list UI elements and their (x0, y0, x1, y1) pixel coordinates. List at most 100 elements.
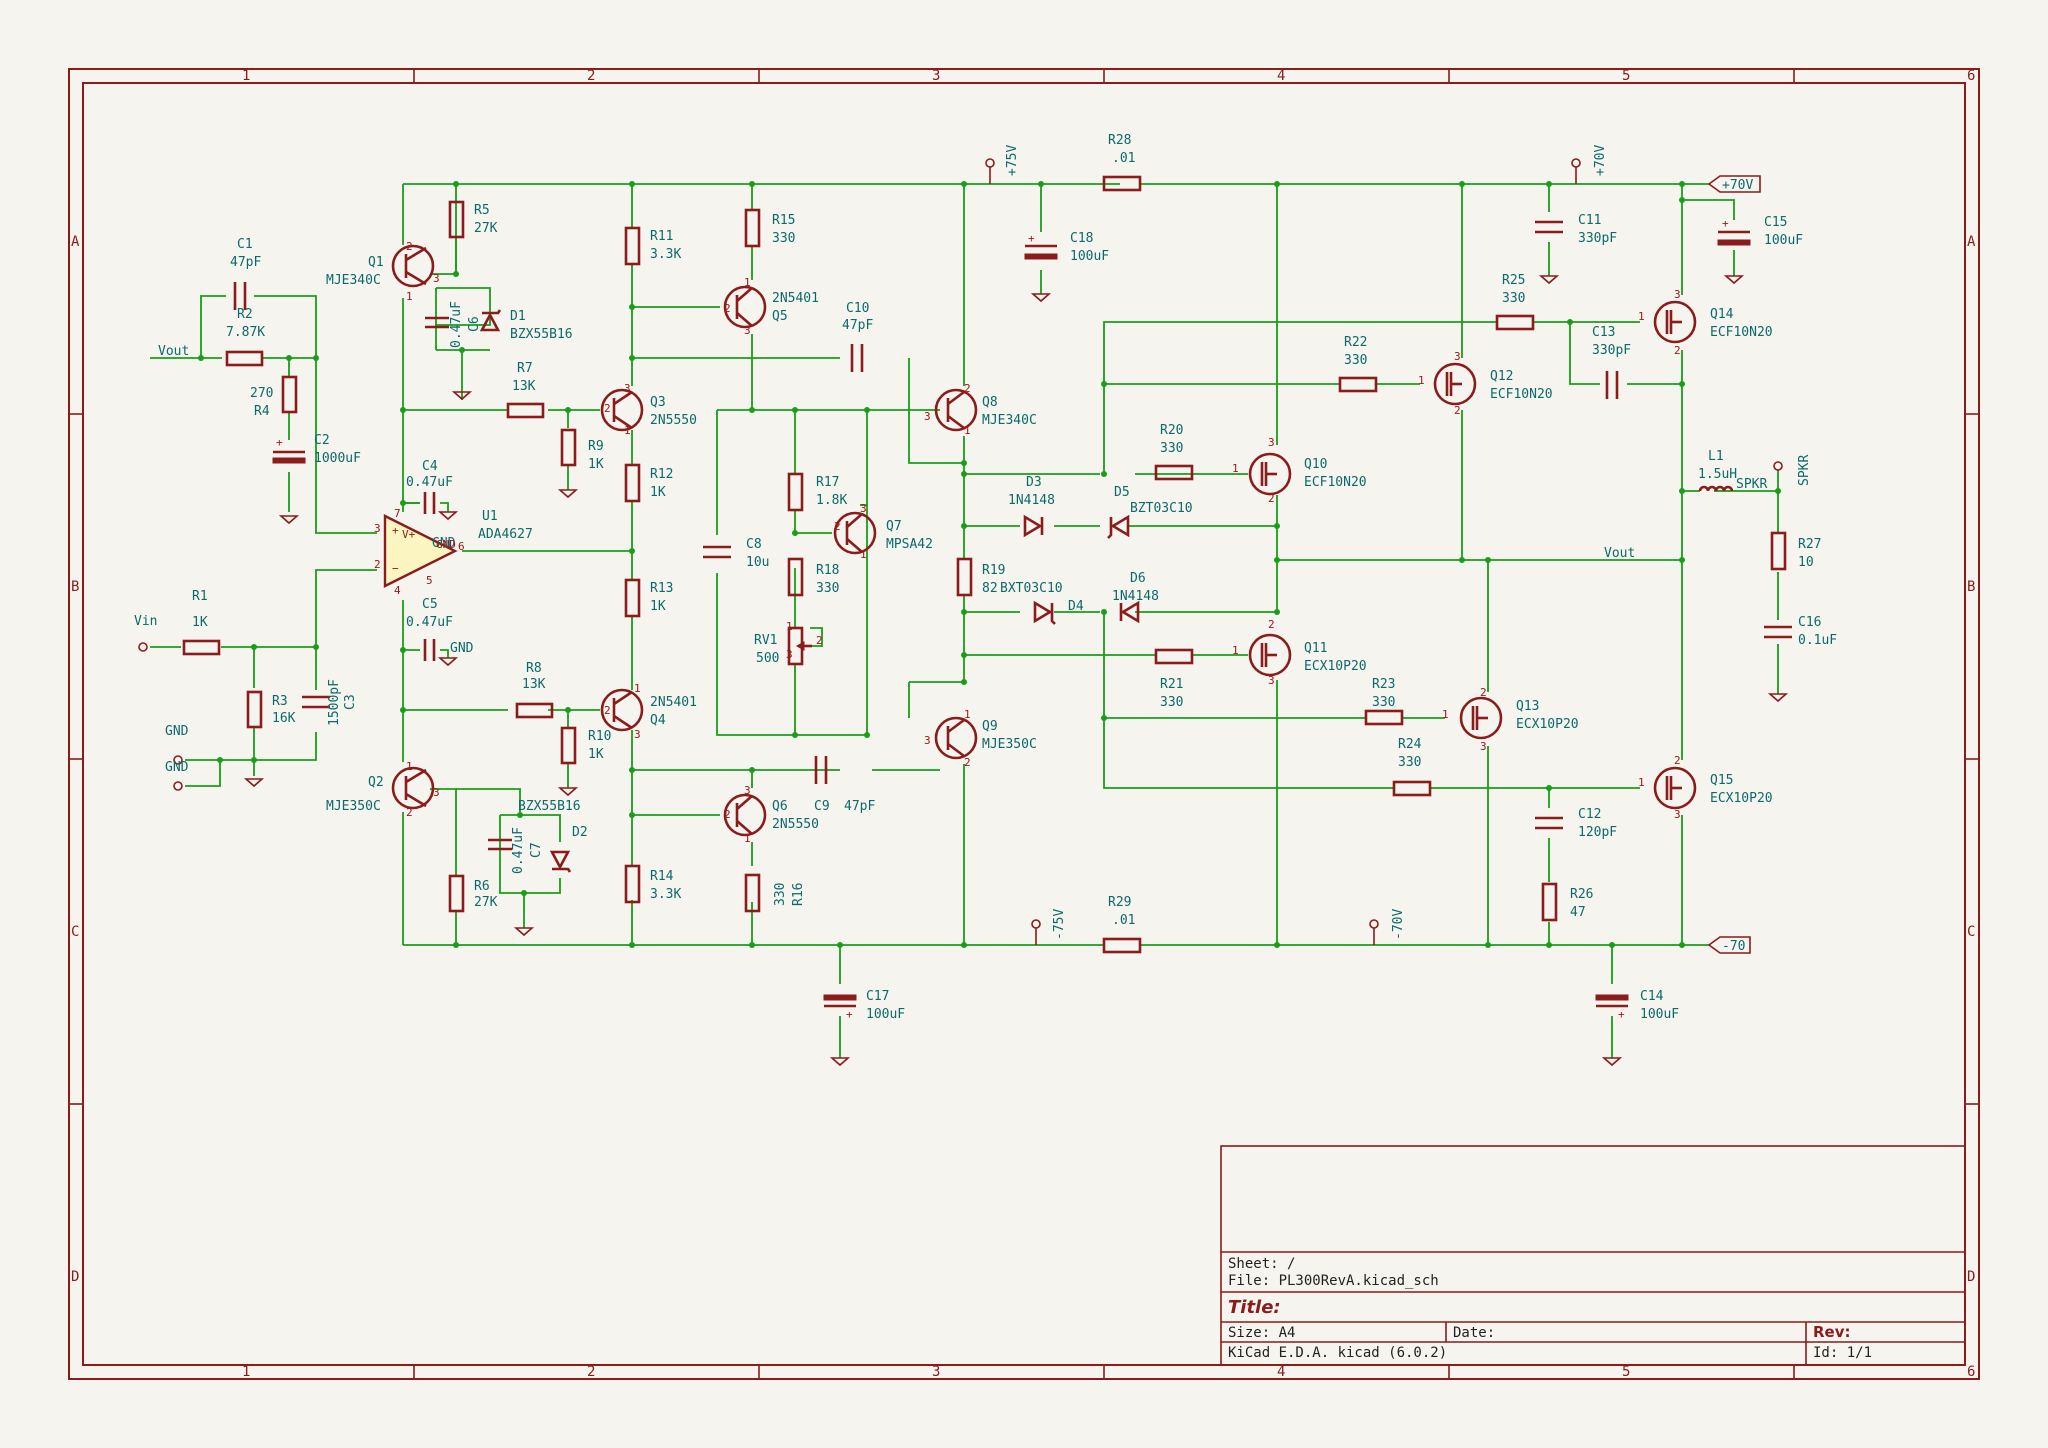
r3-value: 16K (272, 711, 296, 726)
r6-ref: R6 (474, 879, 490, 894)
c14-value: 100uF (1640, 1007, 1679, 1022)
row-label-D: D (71, 1269, 79, 1285)
d2-body (549, 850, 572, 873)
c14-ref: C14 (1640, 989, 1664, 1004)
gnd-symbol (557, 489, 579, 499)
svg-text:2: 2 (406, 806, 413, 819)
power-p70: +70V (1593, 145, 1608, 176)
q15-value: ECX10P20 (1710, 791, 1773, 806)
title-block: Sheet: / File: PL300RevA.kicad_sch Title… (1220, 1145, 1966, 1366)
q11-value: ECX10P20 (1304, 659, 1367, 674)
c8-body (703, 545, 731, 559)
c12-ref: C12 (1578, 807, 1601, 822)
q13-value: ECX10P20 (1516, 717, 1579, 732)
r10-value: 1K (588, 747, 604, 762)
r26-value: 47 (1570, 905, 1586, 920)
c2-body: + (272, 436, 306, 464)
r8-body (515, 702, 554, 719)
r20-ref: R20 (1160, 423, 1183, 438)
c13-body (1605, 371, 1619, 399)
r21-value: 330 (1160, 695, 1183, 710)
r29-value: .01 (1112, 913, 1135, 928)
r9-ref: R9 (588, 439, 604, 454)
d3-ref: D3 (1026, 475, 1042, 490)
r6-body (448, 874, 465, 913)
r13-ref: R13 (650, 581, 673, 596)
r28-ref: R28 (1108, 133, 1131, 148)
c10-value: 47pF (842, 318, 873, 333)
u1-value: ADA4627 (478, 527, 533, 542)
svg-text:2: 2 (604, 402, 611, 415)
gnd-symbol (513, 927, 535, 937)
q12-ref: Q12 (1490, 369, 1513, 384)
r11-body (624, 226, 641, 266)
svg-text:1: 1 (1638, 310, 1645, 323)
c11-value: 330pF (1578, 231, 1617, 246)
gnd-symbol (278, 515, 300, 525)
r12-value: 1K (650, 485, 666, 500)
svg-text:+: + (276, 436, 283, 449)
component-labels: C1 47pF R2 7.87K 270 R4 C2 1000uF Q1 MJE… (192, 133, 1837, 1022)
q7-value: MPSA42 (886, 537, 933, 552)
q15-body (1653, 766, 1697, 810)
pin-numbers: 32 74 65 +− V+GND 231 132 231 213 213 23… (374, 240, 1681, 845)
d5-value: BZT03C10 (1130, 501, 1193, 516)
r2-ref: R2 (237, 307, 253, 322)
q3-body (600, 388, 644, 432)
r23-ref: R23 (1372, 677, 1395, 692)
svg-text:3: 3 (786, 648, 793, 661)
net-labels: Vout Vout Vin GND GND GND GND +75V +70V … (134, 145, 1812, 954)
q9-value: MJE350C (982, 737, 1037, 752)
r13-value: 1K (650, 599, 666, 614)
tb-title: Title: (1228, 1297, 1281, 1318)
col-label-3: 3 (932, 68, 940, 84)
svg-text:1: 1 (1442, 708, 1449, 721)
q6-body (723, 793, 767, 837)
svg-text:3: 3 (374, 522, 381, 535)
r5-value: 27K (474, 221, 498, 236)
svg-text:3: 3 (1480, 740, 1487, 753)
q10-value: ECF10N20 (1304, 475, 1367, 490)
svg-text:2: 2 (1480, 686, 1487, 699)
q9-body (934, 716, 978, 760)
c2-value: 1000uF (314, 451, 361, 466)
r11-ref: R11 (650, 229, 673, 244)
r25-value: 330 (1502, 291, 1525, 306)
rv1-ref: RV1 (754, 633, 777, 648)
r22-value: 330 (1344, 353, 1367, 368)
svg-text:1: 1 (964, 708, 971, 721)
gnd-symbol (1030, 293, 1052, 303)
c15-ref: C15 (1764, 215, 1787, 230)
col-label-5-bottom: 5 (1622, 1364, 1630, 1380)
svg-text:2: 2 (1674, 344, 1681, 357)
net-gnd-2: GND (165, 760, 189, 775)
c18-ref: C18 (1070, 231, 1093, 246)
r8-value: 13K (522, 677, 546, 692)
l1-ref: L1 (1708, 449, 1724, 464)
r18-body (787, 557, 804, 597)
gnd-symbol (1538, 275, 1560, 285)
r12-body (624, 463, 641, 503)
flag-p70-shape (1707, 175, 1761, 193)
flag-m70: -70 (1722, 939, 1745, 954)
r9-body (560, 428, 577, 467)
svg-text:3: 3 (924, 734, 931, 747)
d1-body (479, 309, 502, 332)
r15-body (744, 208, 761, 248)
svg-text:2: 2 (406, 240, 413, 253)
svg-text:3: 3 (433, 272, 440, 285)
rv1-value: 500 (756, 651, 779, 666)
r12-ref: R12 (650, 467, 673, 482)
c3-ref: C3 (343, 694, 358, 710)
col-label-4-bottom: 4 (1277, 1364, 1285, 1380)
col-label-6: 6 (1967, 68, 1975, 84)
r25-body (1495, 314, 1535, 331)
c17-value: 100uF (866, 1007, 905, 1022)
c1-body (233, 282, 247, 310)
q13-ref: Q13 (1516, 699, 1539, 714)
svg-text:1: 1 (1638, 776, 1645, 789)
col-label-2: 2 (587, 68, 595, 84)
c12-body (1535, 816, 1563, 830)
row-label-C: C (71, 924, 79, 940)
d5-ref: D5 (1114, 485, 1130, 500)
